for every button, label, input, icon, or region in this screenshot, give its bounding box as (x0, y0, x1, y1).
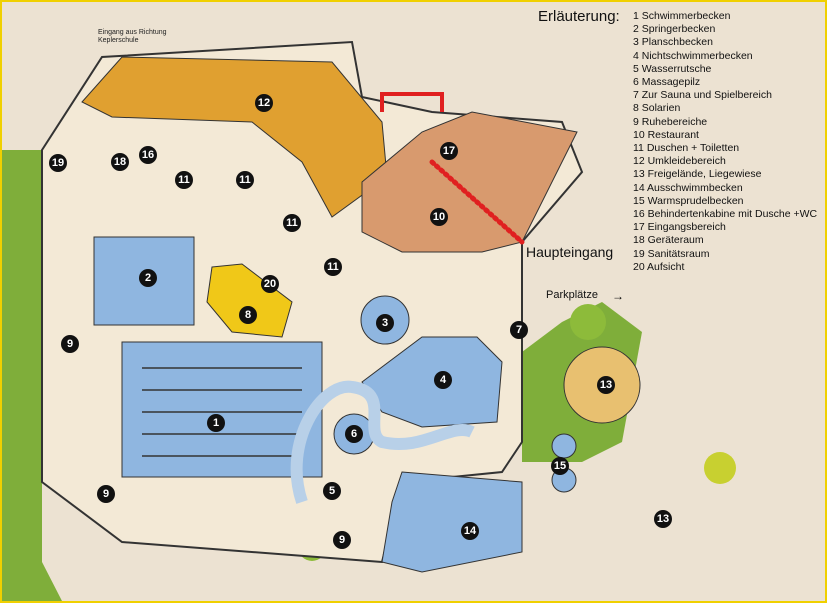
svg-text:19: 19 (52, 157, 64, 169)
legend-item: 10 Restaurant (633, 128, 699, 141)
svg-text:16: 16 (142, 149, 154, 161)
legend-item: 3 Planschbecken (633, 36, 713, 49)
legend-title: Erläuterung: (538, 8, 620, 25)
legend-item: 1 Schwimmerbecken (633, 10, 731, 22)
marker-2: 2 (139, 269, 157, 287)
marker-9: 9 (61, 335, 79, 353)
legend-item: 12 Umkleidebereich (633, 155, 726, 168)
entrance-route-arrow (380, 92, 444, 112)
svg-text:12: 12 (258, 97, 270, 109)
marker-11: 11 (175, 171, 193, 189)
tree (570, 304, 606, 340)
marker-11: 11 (324, 258, 342, 276)
svg-text:11: 11 (178, 174, 190, 186)
svg-text:15: 15 (554, 460, 566, 472)
legend-item: 6 Massagepilz (633, 76, 701, 89)
legend-item: 13 Freigelände, Liegewiese (633, 168, 762, 181)
svg-text:6: 6 (351, 428, 357, 440)
entrance-route (429, 159, 525, 245)
svg-text:7: 7 (516, 324, 522, 336)
marker-16: 16 (139, 146, 157, 164)
svg-text:17: 17 (443, 145, 455, 157)
svg-text:1: 1 (213, 417, 219, 429)
side-entrance-line2: Keplerschule (98, 37, 139, 44)
marker-4: 4 (434, 371, 452, 389)
legend-item: 5 Wasserrutsche (633, 62, 712, 75)
marker-11: 11 (283, 214, 301, 232)
svg-text:3: 3 (382, 317, 388, 329)
marker-5: 5 (323, 482, 341, 500)
marker-19: 19 (49, 154, 67, 172)
changing-area (81, 56, 388, 218)
svg-text:5: 5 (329, 485, 335, 497)
legend-item: 20 Aufsicht (633, 260, 685, 273)
parking-label: Parkplätze (546, 289, 598, 301)
marker-18: 18 (111, 153, 129, 171)
legend-item: 17 Eingangsbereich (633, 221, 726, 234)
marker-14: 14 (461, 522, 479, 540)
svg-text:10: 10 (433, 211, 445, 223)
legend-item: 4 Nichtschwimmerbecken (633, 49, 753, 62)
map-markers: 12 19 18 16 11 11 11 11 2 20 8 3 7 9 4 1… (49, 94, 672, 549)
legend-item: 19 Sanitätsraum (633, 247, 710, 260)
marker-12: 12 (255, 94, 273, 112)
svg-text:14: 14 (464, 525, 477, 537)
legend-item: 18 Geräteraum (633, 234, 704, 247)
svg-text:9: 9 (67, 338, 73, 350)
solarium-area (206, 263, 293, 338)
marker-20: 20 (261, 275, 279, 293)
whirlpool (551, 433, 577, 459)
legend-item: 2 Springerbecken (633, 23, 716, 36)
swimmer-pool (121, 341, 323, 478)
legend-item: 16 Behindertenkabine mit Dusche +WC (633, 208, 818, 221)
legend-list: 1 Schwimmerbecken 2 Springerbecken 3 Pla… (633, 10, 817, 274)
marker-10: 10 (430, 208, 448, 226)
side-entrance-line1: Eingang aus Richtung (98, 29, 167, 36)
non-swimmer-pool (361, 336, 503, 428)
marker-13: 13 (597, 376, 615, 394)
svg-text:8: 8 (245, 309, 251, 321)
pool-lanes (142, 367, 302, 457)
arrow-right-icon: → (612, 289, 624, 303)
svg-text:9: 9 (103, 488, 109, 500)
svg-text:11: 11 (239, 174, 251, 186)
legend-item: 8 Solarien (633, 102, 681, 115)
marker-15: 15 (551, 457, 569, 475)
outflow-pool (381, 471, 523, 573)
legend-item: 14 Ausschwimmbecken (633, 181, 743, 194)
legend-item: 11 Duschen + Toiletten (633, 142, 740, 155)
svg-text:11: 11 (286, 217, 298, 229)
marker-17: 17 (440, 142, 458, 160)
tree (704, 452, 736, 484)
svg-text:18: 18 (114, 156, 126, 168)
water-slide (290, 380, 475, 504)
svg-text:4: 4 (440, 374, 447, 386)
marker-9: 9 (333, 531, 351, 549)
marker-1: 1 (207, 414, 225, 432)
svg-text:20: 20 (264, 278, 276, 290)
marker-3: 3 (376, 314, 394, 332)
marker-11: 11 (236, 171, 254, 189)
legend-item: 9 Ruhebereiche (633, 115, 708, 128)
svg-text:2: 2 (145, 272, 151, 284)
svg-text:9: 9 (339, 534, 345, 546)
marker-7: 7 (510, 321, 528, 339)
main-entrance-label: Haupteingang (526, 244, 614, 260)
marker-13: 13 (654, 510, 672, 528)
marker-8: 8 (239, 306, 257, 324)
legend-item: 7 Zur Sauna und Spielbereich (633, 89, 772, 102)
svg-text:13: 13 (657, 513, 669, 525)
grass-area-left (2, 150, 62, 601)
marker-9: 9 (97, 485, 115, 503)
svg-text:11: 11 (327, 261, 339, 273)
svg-text:13: 13 (600, 379, 612, 391)
side-entrance-label: Eingang aus Richtung Keplerschule (98, 29, 167, 45)
marker-6: 6 (345, 425, 363, 443)
legend-item: 15 Warmsprudelbecken (633, 194, 744, 207)
